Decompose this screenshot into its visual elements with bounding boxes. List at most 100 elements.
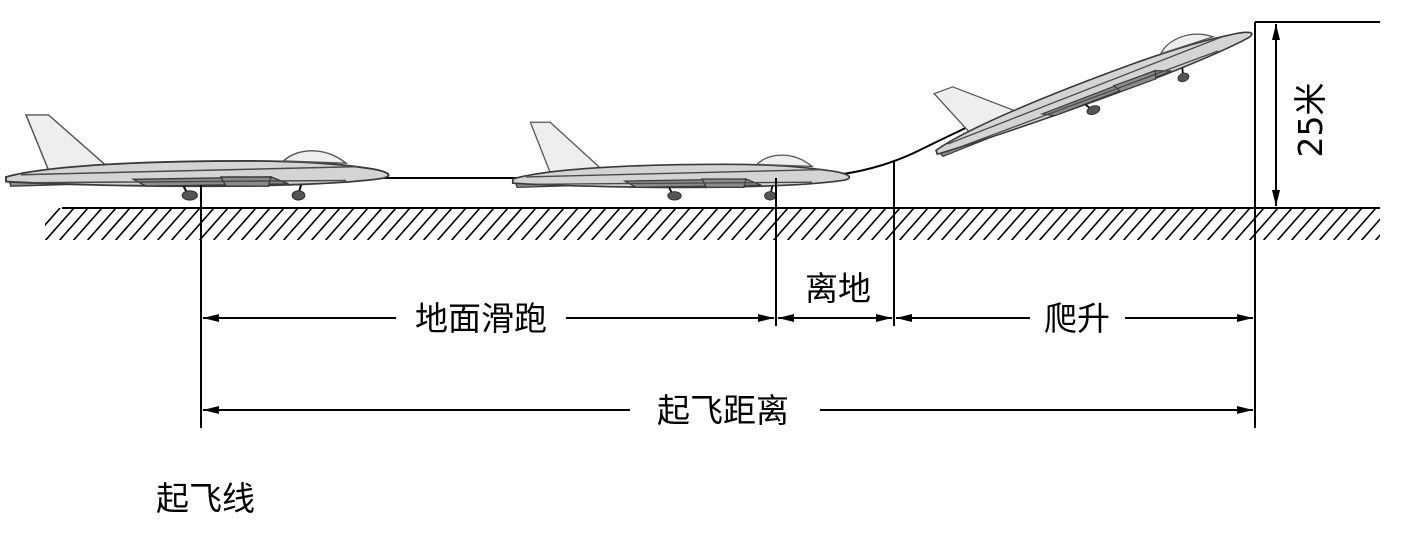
hatch-stroke — [254, 208, 285, 240]
hatch-stroke — [1220, 208, 1251, 240]
hatch-stroke — [618, 208, 649, 240]
hatch-stroke — [1234, 208, 1265, 240]
hatch-stroke — [1276, 208, 1307, 240]
hatch-stroke — [576, 208, 607, 240]
aircraft-ground-roll-start — [5, 113, 390, 201]
hatch-stroke — [1178, 208, 1209, 240]
hatch-stroke — [422, 208, 453, 240]
hatch-stroke — [1150, 208, 1181, 240]
hatch-stroke — [1024, 208, 1055, 240]
hatch-stroke — [646, 208, 677, 240]
hatch-stroke — [1248, 208, 1279, 240]
hatch-stroke — [590, 208, 621, 240]
hatch-stroke — [660, 208, 691, 240]
hatch-stroke — [688, 208, 719, 240]
hatch-stroke — [940, 208, 971, 240]
hatch-stroke — [338, 208, 369, 240]
hatch-stroke — [156, 208, 187, 240]
hatch-stroke — [450, 208, 481, 240]
hatch-stroke — [1038, 208, 1069, 240]
hatch-stroke — [982, 208, 1013, 240]
hatch-stroke — [534, 208, 565, 240]
hatch-stroke — [380, 208, 411, 240]
hatch-stroke — [1122, 208, 1153, 240]
hatch-stroke — [562, 208, 593, 240]
hatch-stroke — [478, 208, 509, 240]
height-label: 25米 — [1291, 83, 1330, 158]
hatch-stroke — [1052, 208, 1083, 240]
hatch-stroke — [436, 208, 467, 240]
hatch-stroke — [968, 208, 999, 240]
hatch-stroke — [1360, 218, 1380, 240]
hatch-stroke — [800, 208, 831, 240]
hatch-stroke — [954, 208, 985, 240]
hatch-stroke — [128, 208, 159, 240]
hatch-stroke — [198, 208, 229, 240]
hatch-stroke — [45, 208, 75, 240]
hatch-stroke — [170, 208, 201, 240]
hatch-stroke — [856, 208, 887, 240]
hatch-stroke — [324, 208, 355, 240]
liftoff-label: 离地 — [805, 269, 871, 308]
hatch-stroke — [996, 208, 1027, 240]
hatch-stroke — [1346, 208, 1377, 240]
hatch-stroke — [758, 208, 789, 240]
hatch-stroke — [912, 208, 943, 240]
hatch-stroke — [1136, 208, 1167, 240]
liftoff-dimension: 离地 — [778, 269, 892, 322]
hatch-stroke — [1206, 208, 1237, 240]
hatch-stroke — [632, 208, 663, 240]
hatch-stroke — [282, 208, 313, 240]
hatch-stroke — [492, 208, 523, 240]
hatch-stroke — [870, 208, 901, 240]
hatch-stroke — [464, 208, 495, 240]
jet-aircraft-icon — [5, 113, 390, 201]
hatch-stroke — [1192, 208, 1223, 240]
hatch-stroke — [1374, 233, 1380, 240]
hatch-stroke — [520, 208, 551, 240]
jet-aircraft-icon — [916, 0, 1261, 171]
hatch-stroke — [828, 208, 859, 240]
hatch-stroke — [1388, 208, 1413, 242]
ground-hatching — [45, 208, 1413, 242]
hatch-stroke — [1290, 208, 1321, 240]
hatch-stroke — [786, 208, 817, 240]
climb-label: 爬升 — [1044, 299, 1110, 338]
hatch-stroke — [674, 208, 705, 240]
hatch-stroke — [1080, 208, 1111, 240]
hatch-stroke — [842, 208, 873, 240]
hatch-stroke — [1262, 208, 1293, 240]
aircraft-liftoff — [511, 121, 851, 201]
hatch-stroke — [226, 208, 257, 240]
jet-aircraft-icon — [511, 121, 851, 201]
hatch-stroke — [1318, 208, 1349, 240]
hatch-stroke — [548, 208, 579, 240]
ground-roll-label: 地面滑跑 — [415, 299, 547, 338]
hatch-stroke — [1094, 208, 1125, 240]
hatch-stroke — [926, 208, 957, 240]
hatch-stroke — [142, 208, 173, 240]
hatch-stroke — [814, 208, 845, 240]
takeoff-distance-label: 起飞距离 — [657, 391, 789, 430]
hatch-stroke — [100, 208, 131, 240]
aircraft-climb — [916, 0, 1261, 171]
hatch-stroke — [184, 208, 215, 240]
hatch-stroke — [352, 208, 383, 240]
ground-roll-dimension: 地面滑跑 — [203, 299, 774, 338]
hatch-stroke — [240, 208, 271, 240]
hatch-stroke — [212, 208, 243, 240]
hatch-stroke — [716, 208, 747, 240]
hatch-stroke — [1164, 208, 1195, 240]
hatch-stroke — [86, 208, 117, 240]
hatch-stroke — [730, 208, 761, 240]
hatch-stroke — [1108, 208, 1139, 240]
hatch-stroke — [394, 208, 425, 240]
hatch-stroke — [744, 208, 775, 240]
hatch-stroke — [1010, 208, 1041, 240]
hatch-stroke — [72, 208, 103, 240]
hatch-stroke — [408, 208, 439, 240]
hatch-stroke — [1066, 208, 1097, 240]
hatch-stroke — [1304, 208, 1335, 240]
hatch-stroke — [366, 208, 397, 240]
